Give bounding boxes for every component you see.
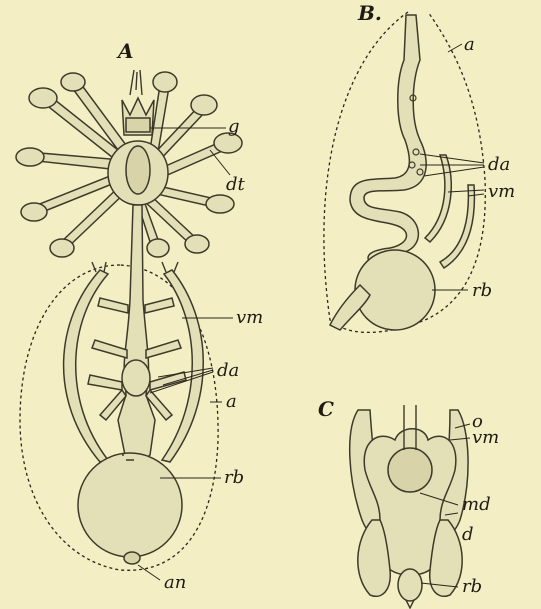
figure-c-mid-disc [388, 448, 432, 492]
figure-b: B. a da vm rb [324, 1, 515, 332]
figure-a-label-an: an [164, 572, 186, 593]
figure-c-label-vm: vm [472, 427, 499, 448]
figure-c-label-md: md [462, 494, 491, 515]
figure-c-label-rb: rb [462, 576, 482, 597]
figure-a-stomach [122, 360, 150, 396]
figure-a-label-da: da [217, 360, 239, 381]
figure-c-letter: C [318, 397, 334, 421]
figure-a-ganglion [126, 118, 150, 132]
figure-b-label-a: a [464, 34, 475, 55]
figure-b-label-rb: rb [472, 280, 492, 301]
figure-a-label-vm: vm [236, 307, 263, 328]
figure-a-respiratory-bulb [78, 453, 182, 557]
figure-a-letter: A [116, 39, 134, 63]
figure-a-central-body [126, 146, 150, 194]
figure-b-intestine [350, 15, 426, 265]
figure-a-label-a: a [226, 391, 237, 412]
figure-a-label-dt: dt [226, 174, 246, 195]
figure-b-letter: B. [357, 1, 382, 25]
figure-b-vessel [425, 155, 451, 242]
figure-b-label-vm: vm [488, 181, 515, 202]
figure-a-tip [130, 70, 142, 95]
figure-b-respiratory-bulb [355, 250, 435, 330]
figure-a-label-g: g [228, 116, 240, 137]
figure-c-respiratory-bulb [398, 569, 422, 601]
figure-a-label-rb: rb [224, 467, 244, 488]
figure-b-label-da: da [488, 154, 510, 175]
figure-a-anus [124, 552, 140, 564]
figure-a: A g dt vm da a rb an [16, 39, 263, 593]
figure-c: C o vm md d rb [318, 397, 499, 608]
figure-c-label-d: d [462, 524, 474, 545]
